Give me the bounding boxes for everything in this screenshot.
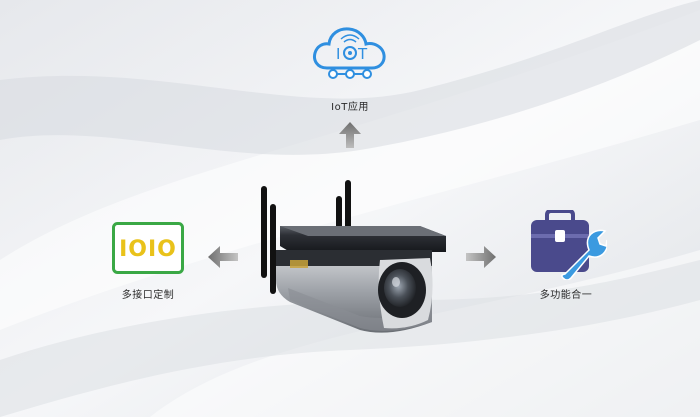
svg-text:I: I	[336, 45, 340, 63]
arrow-up-icon	[339, 122, 361, 148]
iot-feature: I T	[311, 22, 389, 82]
toolbox-wrench-icon	[531, 209, 609, 281]
io-badge-icon: IOIO	[112, 222, 184, 274]
arrow-right-icon	[466, 246, 496, 268]
interface-label: 多接口定制	[121, 290, 175, 301]
iot-label: IoT应用	[331, 102, 369, 113]
svg-text:T: T	[357, 45, 368, 63]
svg-text:IOIO: IOIO	[119, 237, 177, 262]
iot-cloud-icon: I T	[313, 27, 386, 79]
interface-feature: IOIO	[112, 222, 184, 274]
multi-feature	[527, 209, 609, 281]
camera-illustration	[261, 180, 446, 333]
arrow-left-icon	[208, 246, 238, 268]
multi-label: 多功能合一	[539, 290, 593, 301]
